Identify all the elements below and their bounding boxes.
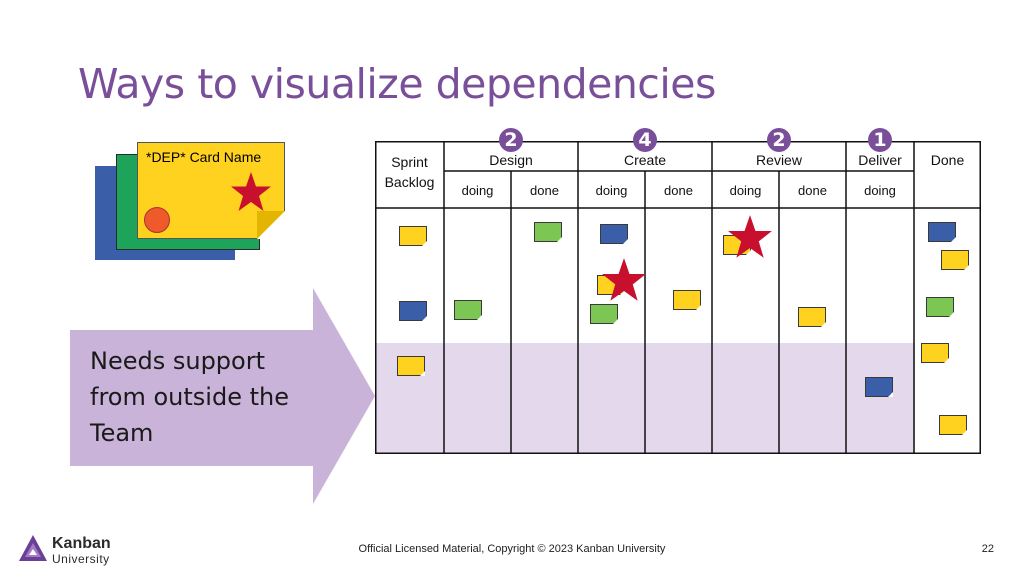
callout-text: Needs support from outside the Team — [90, 343, 330, 451]
design-doing-header: doing — [461, 183, 494, 198]
sprint-label: Sprint — [391, 154, 428, 170]
design-wip-limit: 2 — [499, 128, 523, 152]
board-grid — [375, 141, 981, 454]
callout-line-1: Needs support — [90, 347, 265, 375]
dependency-star-icon — [231, 172, 271, 211]
backlog-label: Backlog — [384, 174, 435, 190]
deliver-header: Deliver — [858, 152, 902, 168]
card-fold — [257, 211, 285, 239]
kanban-university-logo-icon — [19, 535, 47, 561]
sticky-note — [590, 304, 618, 324]
sticky-note — [600, 224, 628, 244]
sprint-backlog-header: Sprint Backlog — [375, 152, 444, 192]
create-header: Create — [623, 152, 667, 168]
sticky-note — [673, 290, 701, 310]
sticky-note — [454, 300, 482, 320]
sticky-note — [399, 301, 427, 321]
done-header: Done — [930, 152, 965, 168]
orange-dot-icon — [144, 207, 170, 233]
sticky-note — [941, 250, 969, 270]
design-done-header: done — [530, 183, 559, 198]
sticky-note — [926, 297, 954, 317]
logo-kanban-text: Kanban — [52, 535, 111, 552]
callout-line-3: Team — [90, 419, 154, 447]
sticky-note — [534, 222, 562, 242]
create-doing-header: doing — [595, 183, 628, 198]
review-doing-header: doing — [729, 183, 762, 198]
sticky-note — [399, 226, 427, 246]
sticky-note — [397, 356, 425, 376]
design-header: Design — [489, 152, 533, 168]
page-number: 22 — [981, 543, 994, 555]
create-wip-limit: 4 — [633, 128, 657, 152]
sticky-note — [939, 415, 967, 435]
card-front-yellow: *DEP* Card Name — [137, 142, 285, 239]
slide-title: Ways to visualize dependencies — [78, 60, 716, 108]
deliver-doing-header: doing — [864, 183, 896, 198]
sticky-note — [928, 222, 956, 242]
callout-arrow — [70, 288, 375, 504]
kanban-board: Sprint Backlog Design Create Review Deli… — [375, 128, 981, 454]
dependency-star-icon — [728, 215, 772, 258]
deliver-wip-limit: 1 — [868, 128, 892, 152]
sticky-note — [798, 307, 826, 327]
card-name-label: *DEP* Card Name — [146, 149, 262, 165]
review-wip-limit: 2 — [767, 128, 791, 152]
callout-line-2: from outside the — [90, 383, 289, 411]
sticky-note — [921, 343, 949, 363]
copyright-footer: Official Licensed Material, Copyright © … — [358, 543, 666, 555]
dependency-star-icon — [602, 258, 646, 301]
create-done-header: done — [664, 183, 693, 198]
sticky-note — [865, 377, 893, 397]
review-done-header: done — [798, 183, 827, 198]
review-header: Review — [756, 152, 802, 168]
logo-university-text: University — [52, 552, 110, 566]
